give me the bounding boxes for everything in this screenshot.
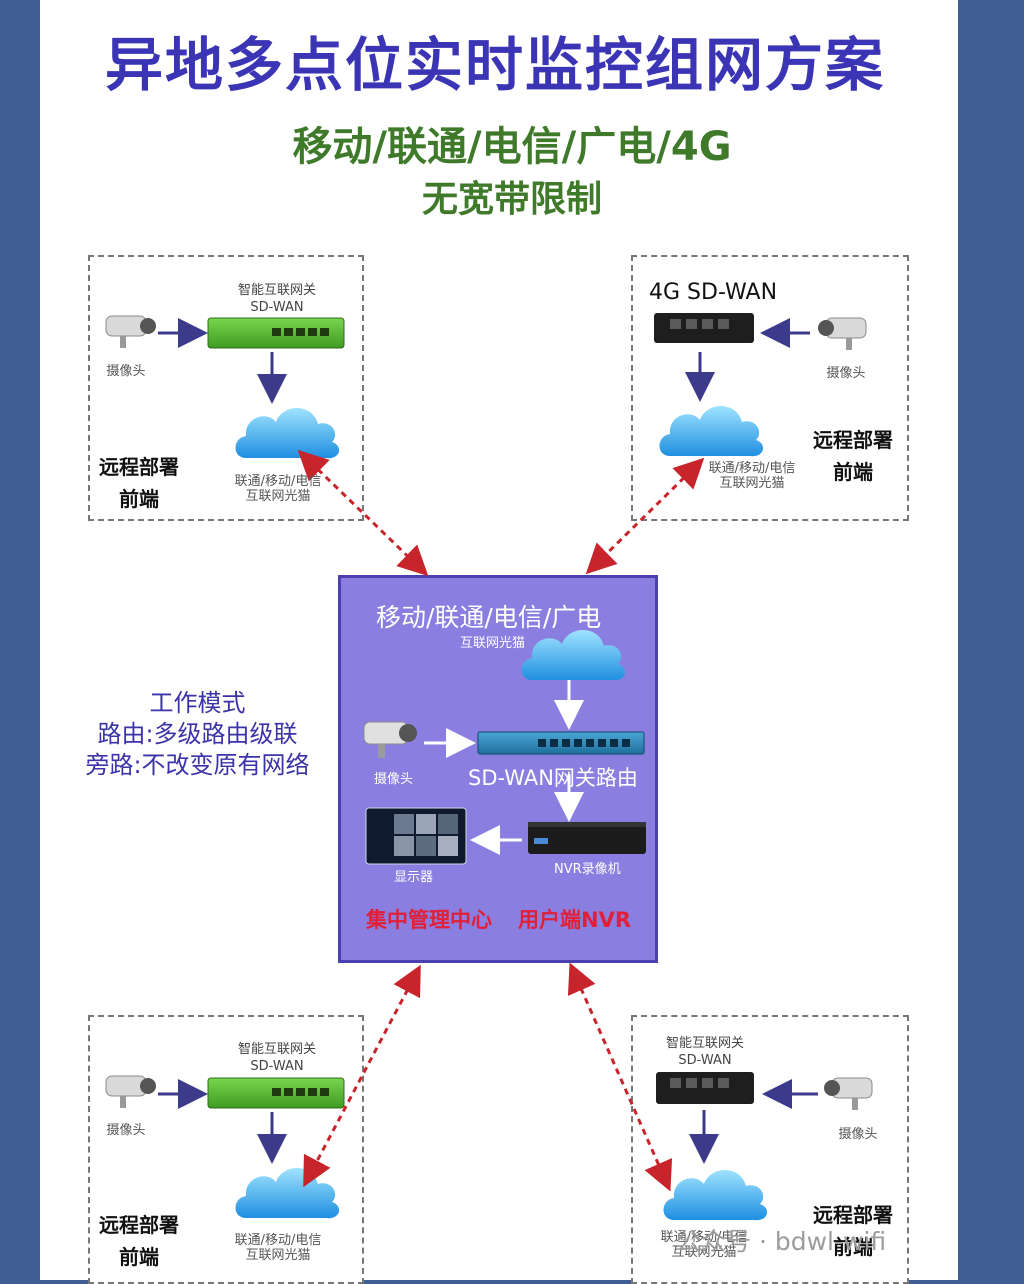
- cloud-icon: [659, 406, 764, 457]
- main-title: 异地多点位实时监控组网方案: [104, 31, 885, 99]
- camera-icon: [105, 315, 156, 348]
- sdwan-text: SD-WAN: [678, 1053, 732, 1068]
- camera-icon: [105, 1075, 156, 1108]
- camera-label: 摄像头: [106, 1123, 146, 1138]
- monitor-icon: [365, 807, 467, 865]
- camera-icon: [818, 317, 867, 350]
- isp-text: 联通/移动/电信: [234, 474, 322, 489]
- smart-gateway-text: 智能互联网关: [665, 1036, 744, 1051]
- hub-camera-label: 摄像头: [374, 772, 414, 787]
- remote-frontend-label: 远程部署 前端: [806, 424, 900, 488]
- modem-label: 联通/移动/电信 互联网光猫: [226, 1233, 330, 1263]
- subtitle-carriers: 移动/联通/电信/广电/4G: [292, 124, 732, 170]
- remote-line1: 远程部署: [813, 1203, 893, 1227]
- hub-center-label: 集中管理中心: [366, 908, 492, 932]
- modem-label: 联通/移动/电信 互联网光猫: [226, 474, 330, 504]
- hub-display-label: 显示器: [394, 870, 434, 885]
- optical-modem-text: 互联网光猫: [671, 1245, 737, 1260]
- mode-routing: 路由:多级路由级联: [97, 720, 298, 748]
- camera-icon: [824, 1077, 873, 1110]
- subtitle-no-limit: 无宽带限制: [421, 179, 602, 220]
- hub-user-nvr-label: 用户端NVR: [518, 908, 631, 932]
- remote-line2: 前端: [833, 1235, 873, 1259]
- smart-gateway-text: 智能互联网关: [237, 283, 316, 298]
- mode-bypass: 旁路:不改变原有网络: [85, 751, 310, 779]
- remote-frontend-label: 远程部署 前端: [92, 1209, 186, 1273]
- watermark: 公众号 · bdwl-wifi: [676, 1227, 887, 1256]
- remote-frontend-label: 远程部署 前端: [806, 1199, 900, 1263]
- modem-label: 联通/移动/电信 互联网光猫: [652, 1230, 756, 1260]
- isp-text: 联通/移动/电信: [234, 1233, 322, 1248]
- remote-line2: 前端: [833, 460, 873, 484]
- remote-line2: 前端: [119, 487, 159, 511]
- hub-nvr-label: NVR录像机: [554, 862, 621, 877]
- remote-line1: 远程部署: [813, 428, 893, 452]
- camera-label: 摄像头: [826, 366, 866, 381]
- mode-title: 工作模式: [149, 689, 246, 717]
- site-top-right: [631, 255, 909, 521]
- hub-modem-label: 互联网光猫: [460, 636, 526, 651]
- camera-icon: [363, 721, 417, 758]
- link-lines: [297, 449, 705, 1192]
- optical-modem-text: 互联网光猫: [245, 1248, 311, 1263]
- router-icon: [207, 1077, 345, 1109]
- router-icon: [656, 1072, 754, 1104]
- sdwan-4g-label: 4G SD-WAN: [649, 280, 778, 305]
- camera-label: 摄像头: [106, 364, 146, 379]
- remote-line2: 前端: [119, 1245, 159, 1269]
- camera-label: 摄像头: [838, 1127, 878, 1142]
- gateway-label: 智能互联网关 SD-WAN: [218, 1041, 336, 1075]
- hub-gateway-label: SD-WAN网关路由: [468, 766, 638, 790]
- sdwan-text: SD-WAN: [250, 300, 304, 315]
- hub-isp-label: 移动/联通/电信/广电: [376, 603, 602, 632]
- cloud-icon: [663, 1170, 768, 1221]
- cloud-icon: [235, 1168, 340, 1219]
- modem-label: 联通/移动/电信 互联网光猫: [700, 461, 804, 491]
- remote-frontend-label: 远程部署 前端: [92, 451, 186, 515]
- optical-modem-text: 互联网光猫: [245, 489, 311, 504]
- isp-text: 联通/移动/电信: [660, 1230, 748, 1245]
- remote-line1: 远程部署: [99, 1213, 179, 1237]
- smart-gateway-text: 智能互联网关: [237, 1042, 316, 1057]
- gateway-label: 智能互联网关 SD-WAN: [218, 282, 336, 316]
- central-hub: [338, 575, 658, 963]
- isp-text: 联通/移动/电信: [708, 461, 796, 476]
- optical-modem-text: 互联网光猫: [719, 476, 785, 491]
- gateway-label: 智能互联网关 SD-WAN: [648, 1035, 762, 1069]
- work-mode-text: 工作模式 路由:多级路由级联 旁路:不改变原有网络: [60, 688, 335, 781]
- remote-line1: 远程部署: [99, 455, 179, 479]
- sdwan-text: SD-WAN: [250, 1059, 304, 1074]
- router-icon: [654, 313, 754, 343]
- cloud-icon: [521, 630, 626, 681]
- router-icon: [207, 317, 345, 349]
- nvr-icon: [528, 822, 646, 854]
- router-icon: [477, 731, 645, 755]
- cloud-icon: [235, 408, 340, 459]
